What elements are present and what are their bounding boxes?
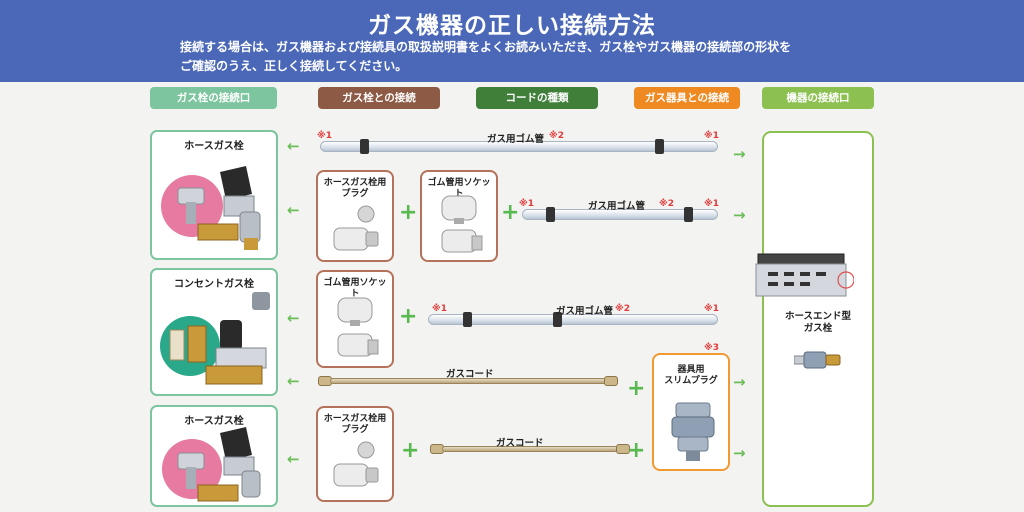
arrow-left-icon: ← <box>287 450 300 468</box>
description-line-2: ご確認のうえ、正しく接続してください。 <box>180 59 408 73</box>
hose-clamp <box>463 312 472 327</box>
cord-label: ガスコード <box>446 369 494 380</box>
plus-icon: + <box>399 304 418 329</box>
part-label: ゴム管用ソケット <box>427 178 491 199</box>
cord-label: ガス用ゴム管 <box>487 134 545 145</box>
arrow-left-icon: ← <box>287 201 300 219</box>
note-mark-1: ※1 <box>432 304 448 314</box>
column-header-appliance-connection: ガス器具との接続 <box>634 87 740 109</box>
device-outlet-label: ホースエンド型 ガス栓 <box>784 311 852 334</box>
note-mark-2: ※2 <box>659 199 675 209</box>
note-mark-3: ※3 <box>704 343 720 353</box>
note-mark-2: ※2 <box>615 304 631 314</box>
column-header-cord-type: コードの種類 <box>476 87 598 109</box>
cord-label: ガスコード <box>496 438 544 449</box>
consent-gas-valve-image <box>160 292 270 385</box>
note-mark-1: ※1 <box>704 131 720 141</box>
plus-icon: + <box>627 438 646 463</box>
cord-label: ガス用ゴム管 <box>588 201 646 212</box>
arrow-right-icon: → <box>733 145 746 163</box>
gas-cord-connector <box>604 376 618 386</box>
part-label: ホースガス栓用 プラグ <box>323 414 387 435</box>
hose-gas-valve-image <box>161 166 261 250</box>
part-label: ゴム管用ソケット <box>323 278 387 299</box>
column-header-outlet-connection: ガス栓との接続 <box>318 87 440 109</box>
outlet-panel-hose-bottom: ホースガス栓 <box>150 405 278 507</box>
outlet-panel-consent: コンセントガス栓 <box>150 268 278 396</box>
slim-plug-image <box>671 402 715 461</box>
plus-icon: + <box>501 200 520 225</box>
gas-cord-connector <box>616 444 630 454</box>
device-inlet-panel: ホースエンド型 ガス栓 <box>762 131 874 507</box>
rubber-hose <box>428 314 718 325</box>
plus-icon: + <box>399 200 418 225</box>
part-box-rubber-socket: ゴム管用ソケット <box>316 270 394 368</box>
header-banner: ガス機器の正しい接続方法 接続する場合は、ガス機器および接続具の取扱説明書をよく… <box>0 0 1024 82</box>
note-mark-1: ※1 <box>704 304 720 314</box>
part-label: ホースガス栓用 プラグ <box>323 178 387 199</box>
arrow-right-icon: → <box>733 444 746 462</box>
note-mark-1: ※1 <box>519 199 535 209</box>
hose-clamp <box>360 139 369 154</box>
page-title: ガス機器の正しい接続方法 <box>368 13 656 39</box>
column-header-device-inlet: 機器の接続口 <box>762 87 874 109</box>
arrow-left-icon: ← <box>287 137 300 155</box>
note-mark-1: ※1 <box>704 199 720 209</box>
hose-plug-image <box>333 205 379 251</box>
rubber-socket-image <box>441 195 483 253</box>
cord-label: ガス用ゴム管 <box>556 306 614 317</box>
hose-gas-valve-image <box>162 427 261 502</box>
outlet-label: ホースガス栓 <box>184 416 244 427</box>
part-box-hose-plug: ホースガス栓用 プラグ <box>316 170 394 262</box>
column-header-gas-outlet: ガス栓の接続口 <box>150 87 277 109</box>
note-mark-1: ※1 <box>317 131 333 141</box>
hose-plug-image <box>333 441 379 487</box>
part-box-hose-plug: ホースガス栓用 プラグ <box>316 406 394 502</box>
rubber-hose <box>522 209 718 220</box>
arrow-left-icon: ← <box>287 309 300 327</box>
part-label: 器具用 スリムプラグ <box>664 365 718 386</box>
hose-clamp <box>655 139 664 154</box>
part-box-rubber-socket: ゴム管用ソケット <box>420 170 498 262</box>
gas-appliance-image <box>755 253 854 297</box>
plus-icon: + <box>627 376 646 401</box>
rubber-socket-image <box>337 297 379 357</box>
hose-clamp <box>553 312 562 327</box>
page-description: 接続する場合は、ガス機器および接続具の取扱説明書をよくお読みいただき、ガス栓やガ… <box>180 38 870 76</box>
outlet-label: コンセントガス栓 <box>174 279 254 290</box>
hose-clamp <box>684 207 693 222</box>
arrow-left-icon: ← <box>287 372 300 390</box>
outlet-label: ホースガス栓 <box>184 141 244 152</box>
hose-clamp <box>546 207 555 222</box>
hose-end-valve-image <box>794 351 841 369</box>
arrow-right-icon: → <box>733 206 746 224</box>
rubber-hose <box>320 141 718 152</box>
note-mark-2: ※2 <box>549 131 565 141</box>
arrow-right-icon: → <box>733 373 746 391</box>
outlet-panel-hose-top: ホースガス栓 <box>150 130 278 260</box>
description-line-1: 接続する場合は、ガス機器および接続具の取扱説明書をよくお読みいただき、ガス栓やガ… <box>180 40 792 54</box>
plus-icon: + <box>401 438 420 463</box>
part-box-slim-plug: 器具用 スリムプラグ <box>652 353 730 471</box>
